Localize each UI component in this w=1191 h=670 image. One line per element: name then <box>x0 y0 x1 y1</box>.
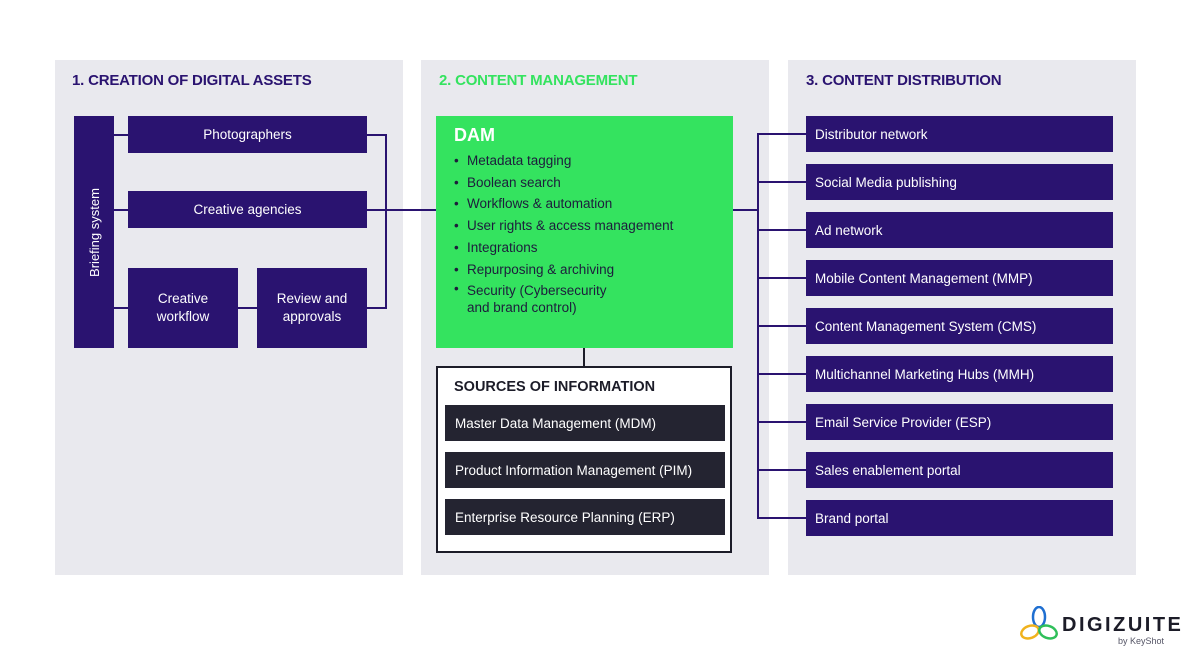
briefing-system-box: Briefing system <box>74 116 114 348</box>
dam-feature: Metadata tagging <box>454 150 673 172</box>
distribution-item-ad-network: Ad network <box>806 212 1113 248</box>
connector-briefing-agencies <box>114 209 128 211</box>
connector-distribution-branch <box>757 277 806 279</box>
dam-feature: Boolean search <box>454 172 673 194</box>
connector-dam-sources <box>583 348 585 366</box>
distribution-title: 3. CONTENT DISTRIBUTION <box>806 72 1002 89</box>
connector-creation-to-dam <box>367 209 436 211</box>
distribution-item-distributor-network: Distributor network <box>806 116 1113 152</box>
connector-workflow-review <box>238 307 257 309</box>
distribution-item-esp: Email Service Provider (ESP) <box>806 404 1113 440</box>
briefing-system-label: Briefing system <box>86 187 102 277</box>
connector-dam-to-distribution <box>733 209 759 211</box>
connector-briefing-photographers <box>114 134 128 136</box>
distribution-item-brand-portal: Brand portal <box>806 500 1113 536</box>
distribution-item-mmh: Multichannel Marketing Hubs (MMH) <box>806 356 1113 392</box>
connector-briefing-workflow <box>114 307 128 309</box>
logo-wordmark: DIGIZUITE <box>1062 614 1184 636</box>
connector-distribution-branch <box>757 517 806 519</box>
logo-tagline: by KeyShot <box>1118 636 1165 646</box>
connector-distribution-branch <box>757 421 806 423</box>
dam-feature: Workflows & automation <box>454 193 673 215</box>
distribution-item-social-media: Social Media publishing <box>806 164 1113 200</box>
dam-feature: Repurposing & archiving <box>454 259 673 281</box>
connector-photographers-right <box>367 134 387 136</box>
distribution-item-sales-portal: Sales enablement portal <box>806 452 1113 488</box>
connector-distribution-branch <box>757 133 806 135</box>
dam-feature: Security (Cybersecurity and brand contro… <box>454 280 673 316</box>
connector-distribution-branch <box>757 229 806 231</box>
digizuite-leaf-logo-icon <box>1020 605 1058 647</box>
creative-agencies-box: Creative agencies <box>128 191 367 228</box>
dam-feature-list: Metadata tagging Boolean search Workflow… <box>454 150 673 316</box>
creation-title: 1. CREATION OF DIGITAL ASSETS <box>72 72 312 89</box>
sources-of-information-box: SOURCES OF INFORMATION Master Data Manag… <box>436 366 732 553</box>
connector-distribution-branch <box>757 181 806 183</box>
photographers-box: Photographers <box>128 116 367 153</box>
creative-workflow-box: Creative workflow <box>128 268 238 348</box>
source-item-pim: Product Information Management (PIM) <box>445 452 725 488</box>
distribution-item-mmp: Mobile Content Management (MMP) <box>806 260 1113 296</box>
dam-feature: User rights & access management <box>454 215 673 237</box>
review-approvals-box: Review and approvals <box>257 268 367 348</box>
source-item-mdm: Master Data Management (MDM) <box>445 405 725 441</box>
dam-box: DAM Metadata tagging Boolean search Work… <box>436 116 733 348</box>
connector-creation-vertical <box>385 134 387 309</box>
management-title: 2. CONTENT MANAGEMENT <box>439 72 638 89</box>
connector-distribution-branch <box>757 373 806 375</box>
dam-title: DAM <box>454 125 495 145</box>
connector-distribution-branch <box>757 325 806 327</box>
connector-review-right <box>367 307 387 309</box>
source-item-erp: Enterprise Resource Planning (ERP) <box>445 499 725 535</box>
sources-title: SOURCES OF INFORMATION <box>454 379 656 395</box>
dam-feature: Integrations <box>454 237 673 259</box>
distribution-item-cms: Content Management System (CMS) <box>806 308 1113 344</box>
connector-distribution-branch <box>757 469 806 471</box>
